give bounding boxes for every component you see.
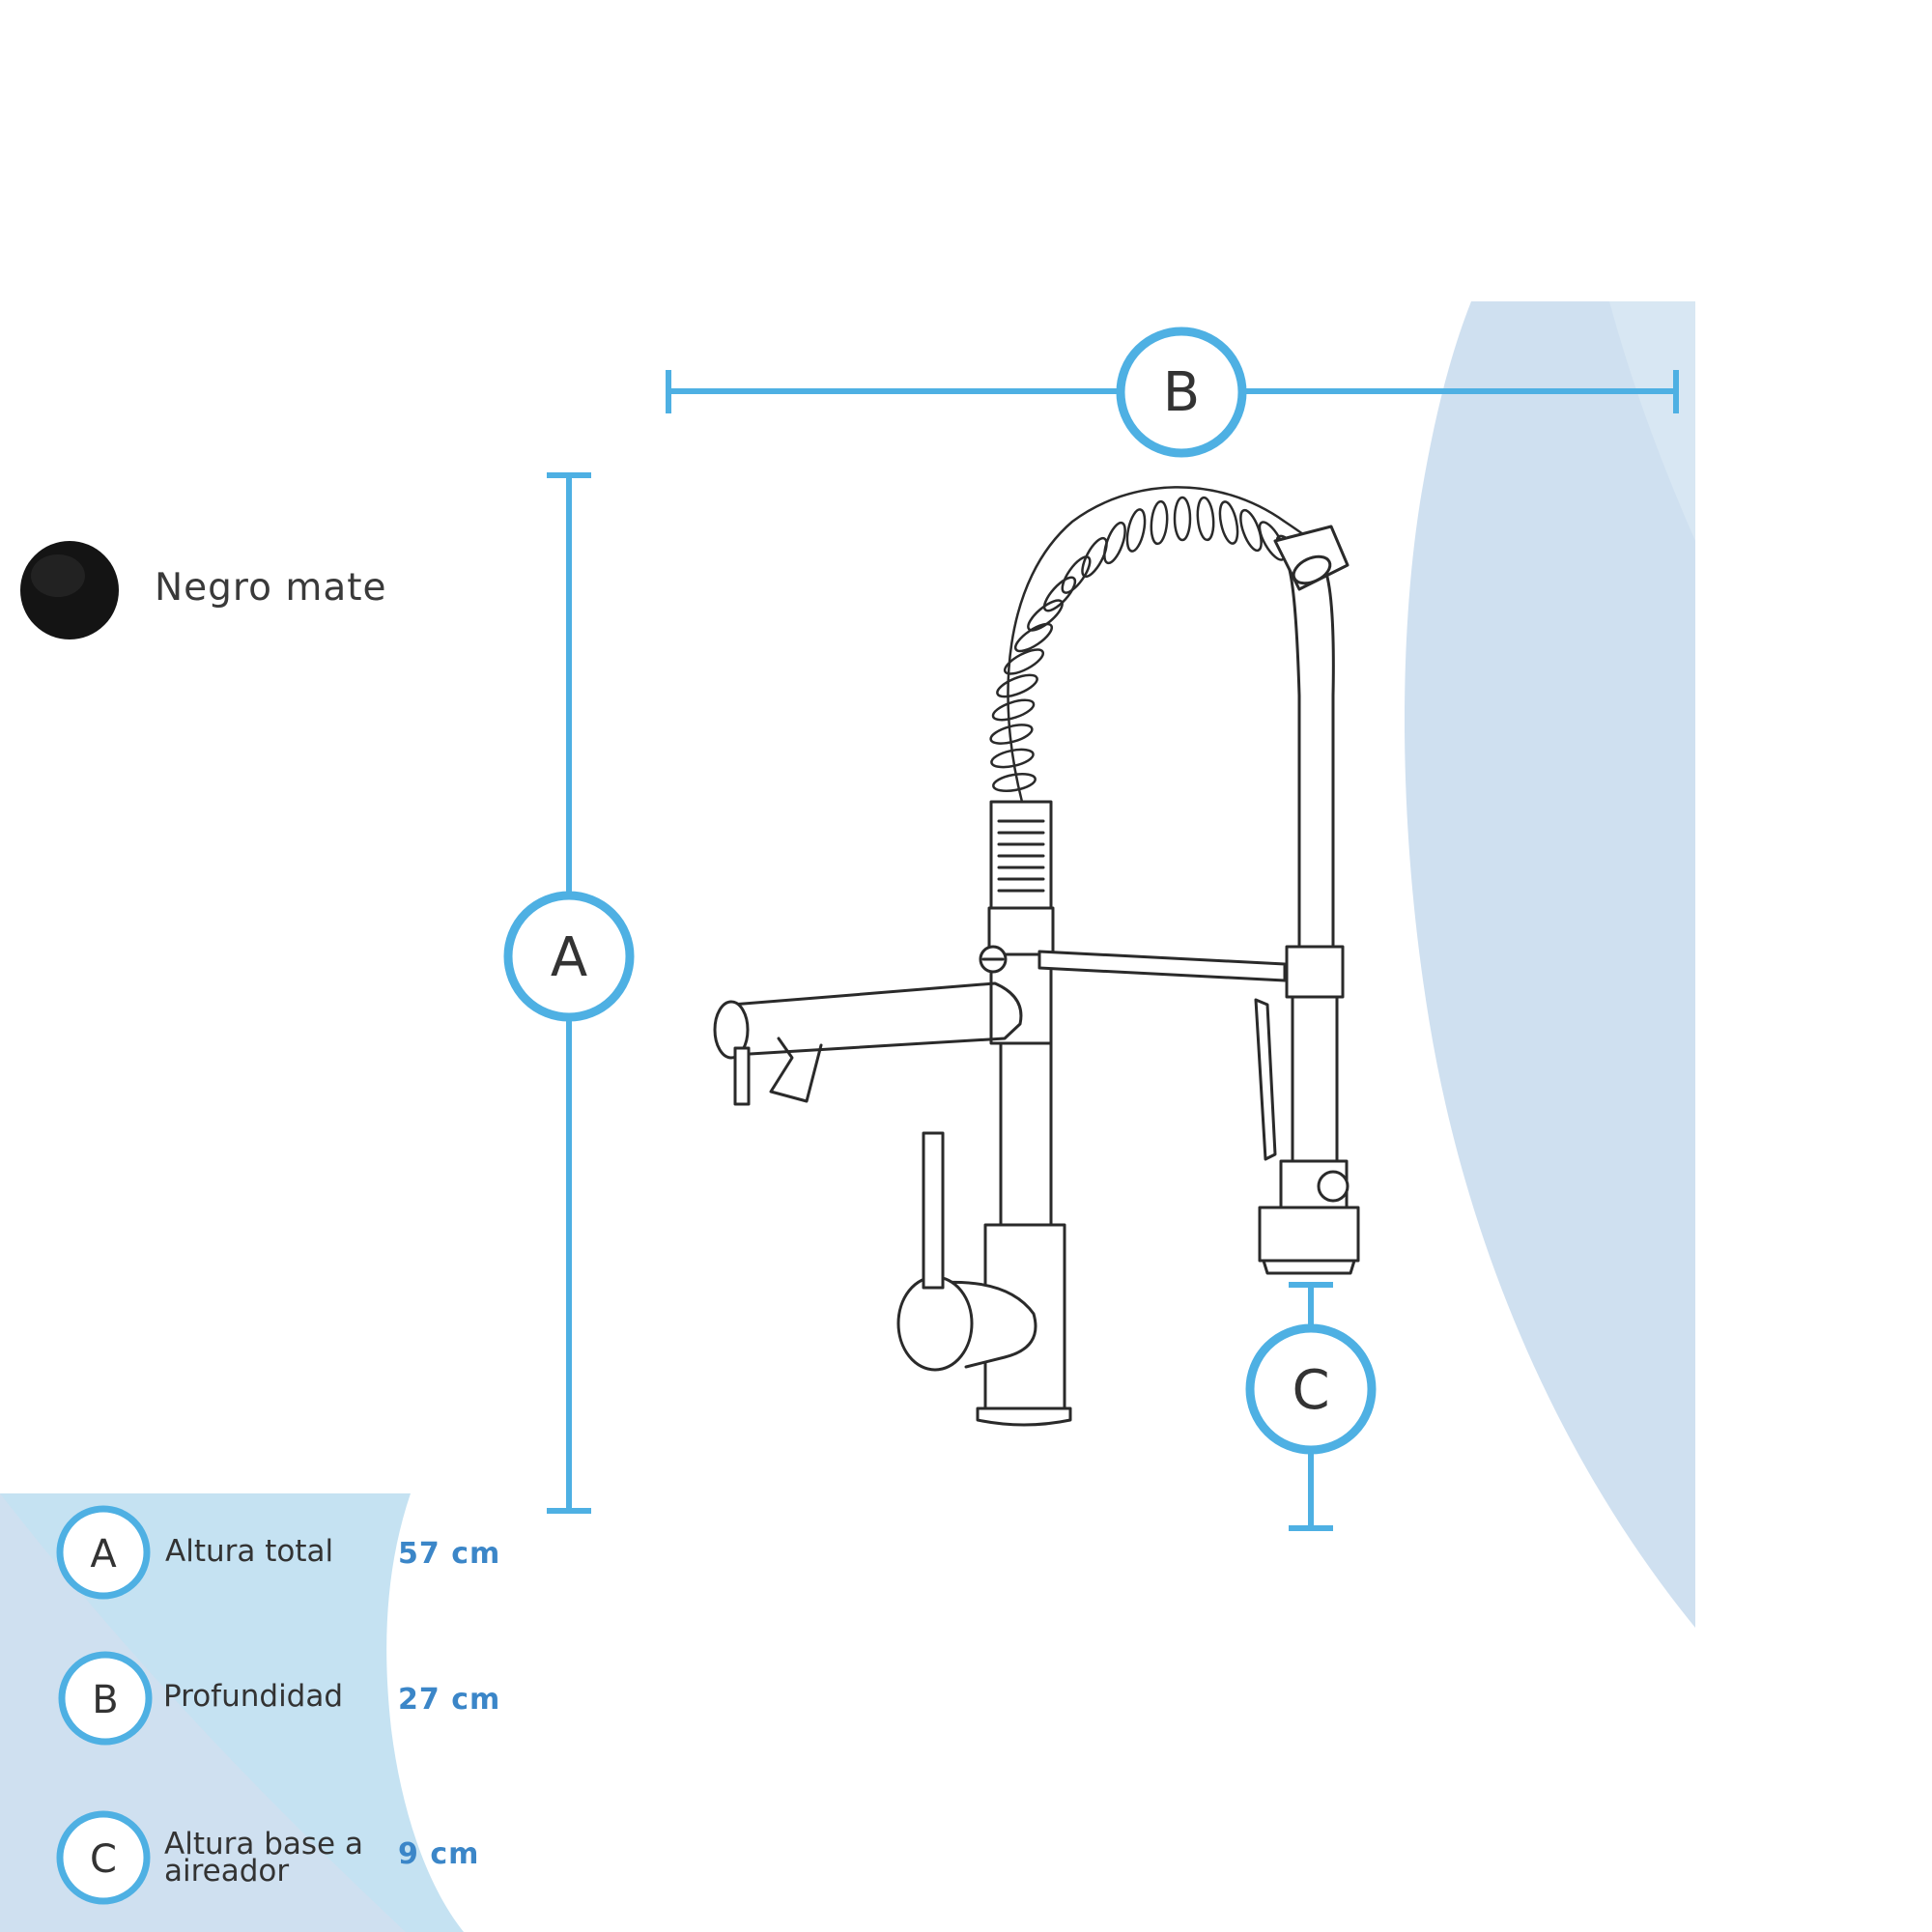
- right-background-panel: [1404, 301, 1695, 1628]
- dimension-a-letter: A: [551, 926, 587, 989]
- spec-c-label-line1: Altura base a: [164, 1827, 363, 1861]
- dimension-b-badge: [1116, 327, 1247, 458]
- dimension-c-badge: [1245, 1323, 1377, 1455]
- spec-c-value: 9 cm: [398, 1837, 480, 1871]
- spec-a-letter: A: [90, 1532, 117, 1577]
- color-swatch-shine: [31, 554, 85, 597]
- spec-a-value: 57 cm: [398, 1537, 501, 1571]
- spec-a-label: Altura total: [165, 1534, 334, 1569]
- dimension-a-badge: [503, 891, 635, 1022]
- spec-c-letter: C: [90, 1837, 117, 1882]
- spec-c-label-line2: aireador: [164, 1854, 290, 1889]
- spec-b-badge: [58, 1651, 153, 1746]
- spec-b-label: Profundidad: [163, 1679, 344, 1714]
- faucet-drawing: [713, 486, 1360, 1427]
- dimension-c-letter: C: [1292, 1359, 1329, 1422]
- finish-label: Negro mate: [155, 566, 387, 610]
- dimension-b-letter: B: [1163, 361, 1200, 424]
- spec-b-value: 27 cm: [398, 1683, 501, 1717]
- right-panel-highlight: [1609, 301, 1695, 541]
- spec-b-letter: B: [92, 1678, 118, 1722]
- spec-a-badge: [56, 1505, 151, 1600]
- spec-c-badge: [56, 1810, 151, 1905]
